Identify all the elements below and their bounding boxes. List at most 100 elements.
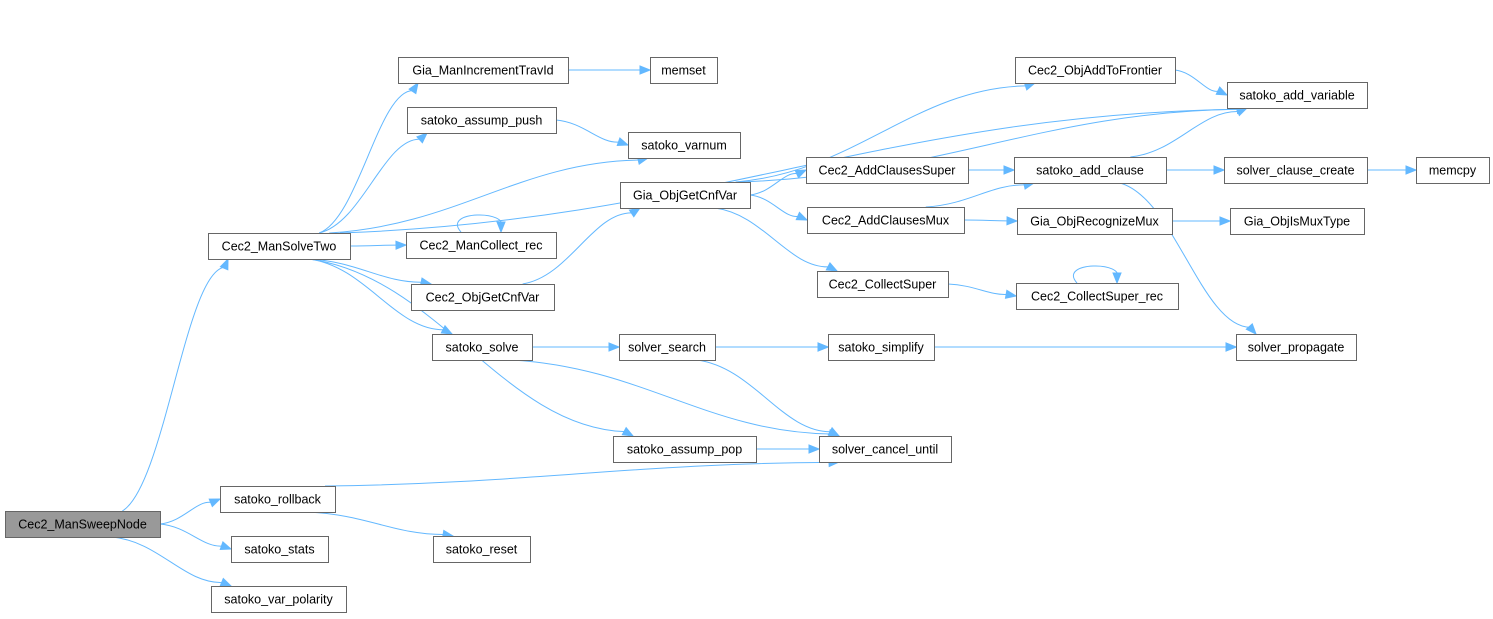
node-box [628,132,741,159]
function-node[interactable]: satoko_add_variable [1227,82,1368,109]
node-box [433,536,531,563]
edges-layer [112,65,1418,587]
edge-Cec2_ObjGetCnfVar-to-Gia_ObjGetCnfVar [522,207,642,285]
arrowhead-icon [794,169,808,179]
arrowhead-icon [825,261,839,272]
function-node[interactable]: Cec2_ObjGetCnfVar [411,284,555,311]
edge-line [749,173,798,196]
node-label: solver_cancel_until [832,443,938,457]
node-box [1230,208,1365,235]
edge-satoko_add_clause-to-solver_propagate [1119,182,1257,336]
function-node[interactable]: Cec2_AddClausesMux [807,207,965,234]
function-node[interactable]: Gia_ObjRecognizeMux [1017,208,1173,235]
edge-line [319,90,414,234]
function-node[interactable]: satoko_assump_pop [613,436,757,463]
node-label: Cec2_CollectSuper_rec [1031,290,1163,304]
function-node[interactable]: satoko_stats [231,536,329,563]
function-node[interactable]: satoko_var_polarity [211,586,347,613]
edge-line [112,536,223,584]
root-function-node[interactable]: Cec2_ManSweepNode [5,511,161,538]
node-box [406,232,557,259]
function-node[interactable]: memcpy [1416,157,1490,184]
edge-satoko_solve-to-solver_cancel_until [511,359,841,439]
function-node[interactable]: solver_clause_create [1224,157,1368,184]
function-node[interactable]: solver_propagate [1236,334,1357,361]
function-node[interactable]: Cec2_ManCollect_rec [406,232,557,259]
edge-Cec2_AddClausesSuper-to-satoko_add_clause [968,165,1016,175]
edge-Cec2_AddClausesMux-to-Gia_ObjRecognizeMux [963,216,1019,226]
function-node[interactable]: satoko_solve [432,334,533,361]
function-node[interactable]: satoko_assump_push [407,107,557,134]
function-node[interactable]: satoko_varnum [628,132,741,159]
edge-Gia_ObjGetCnfVar-to-Cec2_AddClausesMux [749,194,809,221]
function-node[interactable]: satoko_reset [433,536,531,563]
arrowhead-icon [1215,86,1229,96]
edge-satoko_assump_pop-to-solver_cancel_until [756,444,821,454]
node-label: satoko_varnum [641,139,726,153]
node-label: Cec2_ManSweepNode [18,518,147,532]
edge-line [324,461,831,487]
edge-line [307,511,445,536]
arrowhead-icon [616,137,630,147]
node-box [220,486,336,513]
function-node[interactable]: Cec2_ObjAddToFrontier [1015,57,1176,84]
function-node[interactable]: Gia_ObjGetCnfVar [620,182,751,209]
edge-line [714,207,830,268]
function-node[interactable]: memset [650,57,718,84]
node-label: solver_clause_create [1236,164,1354,178]
node-label: Cec2_AddClausesSuper [819,164,956,178]
node-box [432,334,533,361]
node-box [1017,208,1173,235]
arrowhead-icon [408,81,419,95]
edge-line [308,258,423,283]
node-label: satoko_assump_push [421,114,543,128]
function-node[interactable]: Cec2_CollectSuper [817,271,949,298]
edge-line [947,283,1008,295]
node-box [1014,157,1167,184]
arrowhead-icon [208,498,222,508]
node-box [208,233,351,260]
node-box [211,586,347,613]
edge-Cec2_AddClausesMux-to-satoko_add_clause [925,180,1036,208]
edge-Cec2_ManCollect_rec-to-Cec2_ManCollect_rec [457,214,506,234]
arrowhead-icon [496,221,506,234]
edge-Gia_ObjGetCnfVar-to-Cec2_AddClausesSuper [749,169,808,196]
node-box [619,334,716,361]
node-label: satoko_add_variable [1239,89,1354,103]
edge-Cec2_ManSolveTwo-to-satoko_varnum [329,155,650,234]
arrowhead-icon [1245,323,1257,336]
arrowhead-icon [608,342,621,352]
function-node[interactable]: solver_cancel_until [819,436,952,463]
function-node[interactable]: satoko_rollback [220,486,336,513]
edge-line [159,501,212,525]
node-label: satoko_stats [244,543,314,557]
node-label: Cec2_ManCollect_rec [420,239,543,253]
edge-satoko_assump_push-to-satoko_varnum [555,119,630,147]
edge-satoko_add_clause-to-satoko_add_variable [1130,107,1249,158]
node-box [817,271,949,298]
function-node[interactable]: Gia_ManIncrementTravId [398,57,569,84]
edge-line [349,244,398,247]
function-node[interactable]: Cec2_ManSolveTwo [208,233,351,260]
edge-Cec2_ManSolveTwo-to-Cec2_ManCollect_rec [349,240,408,250]
function-node[interactable]: satoko_add_clause [1014,157,1167,184]
edge-line [1073,265,1119,284]
edge-solver_clause_create-to-memcpy [1367,165,1418,175]
edge-Gia_ManIncrementTravId-to-memset [568,65,652,75]
function-node[interactable]: satoko_simplify [828,334,935,361]
node-box [613,436,757,463]
edge-Cec2_ManSweepNode-to-satoko_rollback [159,498,222,525]
arrowhead-icon [628,207,642,218]
edge-satoko_solve-to-solver_search [531,342,621,352]
node-box [620,182,751,209]
arrowhead-icon [1405,165,1418,175]
function-node[interactable]: solver_search [619,334,716,361]
edge-line [735,85,1027,183]
function-node[interactable]: Cec2_AddClausesSuper [806,157,969,184]
function-node[interactable]: Cec2_CollectSuper_rec [1016,283,1179,310]
edge-line [1130,110,1239,158]
function-node[interactable]: Gia_ObjIsMuxType [1230,208,1365,235]
arrowhead-icon [1219,216,1232,226]
node-label: satoko_simplify [838,341,924,355]
edge-line [963,219,1009,222]
